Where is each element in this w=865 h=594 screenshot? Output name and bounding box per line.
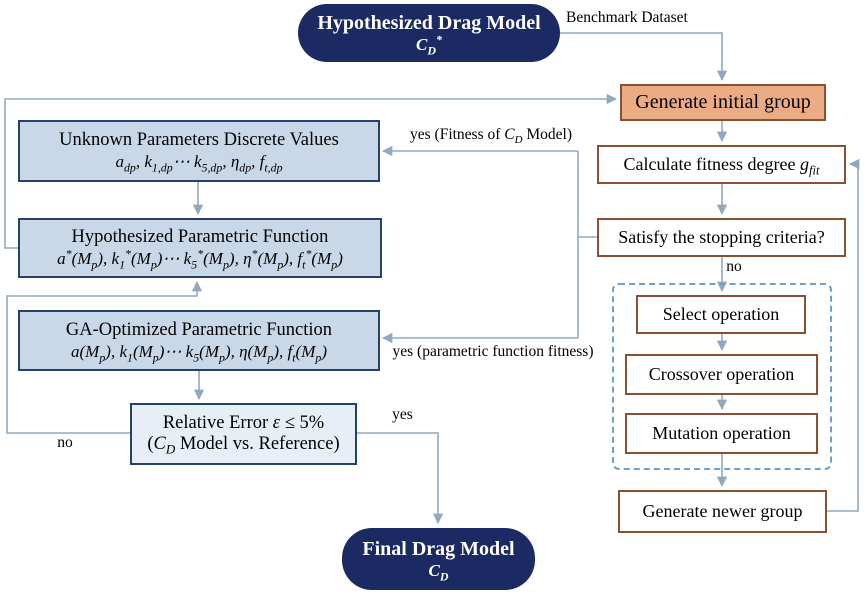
node-title: Final Drag Model [362,537,515,560]
node-title: Calculate fitness degree gfit [623,154,820,178]
edge-label-yes-fitness: yes (Fitness of CD Model) [410,126,572,147]
node-relative-error-check: Relative Error ε ≤ 5% (CD Model vs. Refe… [130,403,357,465]
node-formula: adp, k1,dp⋯ k5,dp, ηdp, ft,dp [115,152,283,175]
node-formula: a(Mp), k1(Mp)⋯ k5(Mp), η(Mp), ft(Mp) [71,341,327,365]
node-ga-optimized-parametric-function: GA-Optimized Parametric Function a(Mp), … [18,310,380,371]
node-line2: (CD Model vs. Reference) [147,434,340,457]
node-line1: Relative Error ε ≤ 5% [162,412,325,433]
node-title: Mutation operation [652,423,791,444]
node-generate-initial-group: Generate initial group [620,84,826,121]
node-title: GA-Optimized Parametric Function [65,319,333,340]
edge-label-yes-parametric: yes (parametric function fitness) [392,343,594,360]
node-title: Generate newer group [642,501,803,522]
edge-label-yes-rel-error: yes [392,406,413,423]
node-formula: a*(Mp), k1*(Mp)⋯ k5*(Mp), η*(Mp), ft*(Mp… [57,246,343,272]
node-satisfy-stopping-criteria: Satisfy the stopping criteria? [597,218,846,257]
node-title: Select operation [662,304,780,325]
edge-label-no-satisfy: no [726,258,742,275]
node-final-drag-model: Final Drag Model CD [342,528,535,590]
node-hypothesized-drag-model: Hypothesized Drag Model CD* [298,4,560,62]
edge-label-benchmark-dataset: Benchmark Dataset [566,9,688,26]
edge-benchmark-dataset [560,32,728,82]
node-title: Hypothesized Drag Model [317,11,541,34]
node-title: Unknown Parameters Discrete Values [59,130,339,151]
edge-hyp-fn-to-generate [4,93,618,249]
node-title: Generate initial group [635,91,811,113]
node-symbol: CD [428,560,449,584]
edge-rel-error-yes-to-final [357,432,444,525]
node-calculate-fitness-degree: Calculate fitness degree gfit [597,145,846,184]
node-crossover-operation: Crossover operation [625,354,818,395]
node-title: Hypothesized Parametric Function [71,227,329,248]
node-unknown-parameters: Unknown Parameters Discrete Values adp, … [18,120,380,182]
node-title: Crossover operation [648,364,795,385]
node-title: Satisfy the stopping criteria? [618,227,825,248]
edge-rel-error-no-loop [6,280,203,434]
node-hypothesized-parametric-function: Hypothesized Parametric Function a*(Mp),… [18,218,382,278]
node-select-operation: Select operation [636,295,806,334]
node-symbol: CD* [416,32,442,58]
edge-label-no-rel-error: no [57,434,73,451]
node-generate-newer-group: Generate newer group [618,490,827,533]
node-mutation-operation: Mutation operation [625,413,818,454]
edge-newer-loop-to-fitness [827,158,860,512]
